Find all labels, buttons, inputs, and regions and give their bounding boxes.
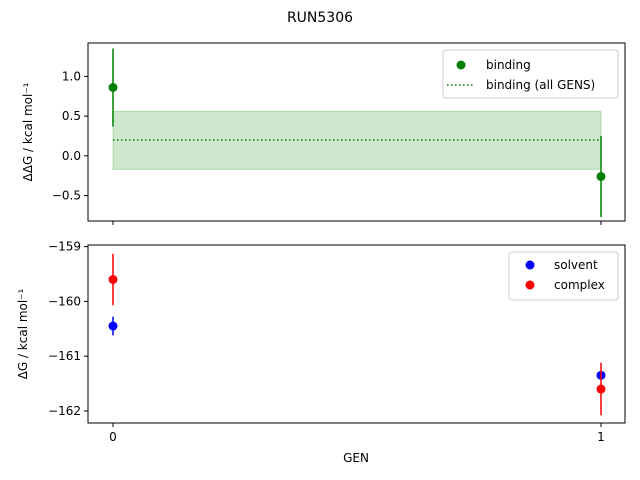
y-tick-label: 0.5 xyxy=(62,109,81,123)
binding-point xyxy=(596,172,606,181)
y-tick-label: −162 xyxy=(48,404,81,418)
binding-legend-box xyxy=(442,49,619,99)
y-tick-label: −160 xyxy=(48,294,81,308)
free-energy-panel-ylabel: ΔG / kcal mol⁻¹ xyxy=(16,288,30,379)
free-energy-panel-frame xyxy=(87,244,626,424)
legend-complex-marker xyxy=(525,280,535,290)
legend-allgens-label: binding (all GENS) xyxy=(486,78,595,92)
binding-panel: ΔΔG / kcal mol⁻¹ −0.5 0.0 0.5 1.0 binding b… xyxy=(21,42,626,225)
free-energy-legend: solvent complex xyxy=(508,251,619,301)
free-energy-panel: ΔG / kcal mol⁻¹ GEN −162 −161 −160 −159 0 1 s… xyxy=(16,240,626,465)
y-tick-label: −159 xyxy=(48,240,81,254)
legend-solvent-marker xyxy=(525,260,535,270)
legend-complex-label: complex xyxy=(554,278,605,292)
x-tick-label: 0 xyxy=(109,430,117,444)
y-tick-label: 0.0 xyxy=(62,149,81,163)
y-tick-label: −0.5 xyxy=(52,189,81,203)
x-tick-label: 1 xyxy=(597,430,605,444)
y-tick-label: 1.0 xyxy=(62,69,81,83)
legend-binding-label: binding xyxy=(486,58,531,72)
x-axis-label: GEN xyxy=(343,451,369,465)
binding-panel-frame xyxy=(87,42,626,222)
complex-point xyxy=(108,275,118,285)
binding-panel-ylabel: ΔΔG / kcal mol⁻¹ xyxy=(21,82,35,181)
y-tick-label: −161 xyxy=(48,349,81,363)
free-energy-legend-box xyxy=(508,251,619,301)
solvent-point xyxy=(108,321,118,331)
binding-point xyxy=(108,83,118,92)
legend-solvent-label: solvent xyxy=(554,258,598,272)
legend-binding-marker xyxy=(456,60,466,70)
binding-legend: binding binding (all GENS) xyxy=(442,49,619,99)
complex-point xyxy=(596,384,606,394)
figure-title: RUN5306 xyxy=(287,10,353,26)
